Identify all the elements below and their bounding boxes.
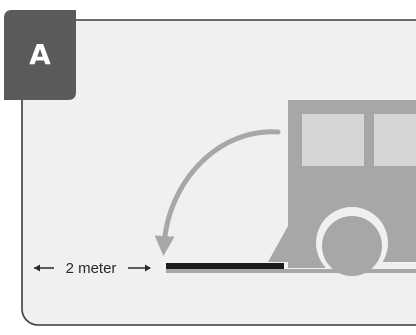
vehicle: [268, 100, 416, 279]
ground-line: [166, 269, 416, 273]
dimension-label: 2 meter: [66, 260, 117, 277]
mat-bar: [166, 263, 284, 269]
vehicle-window-front: [302, 114, 364, 166]
badge-label: A: [29, 38, 51, 71]
wheel: [322, 216, 382, 276]
panel-badge: A: [4, 10, 76, 100]
vehicle-window-rear: [374, 114, 416, 166]
